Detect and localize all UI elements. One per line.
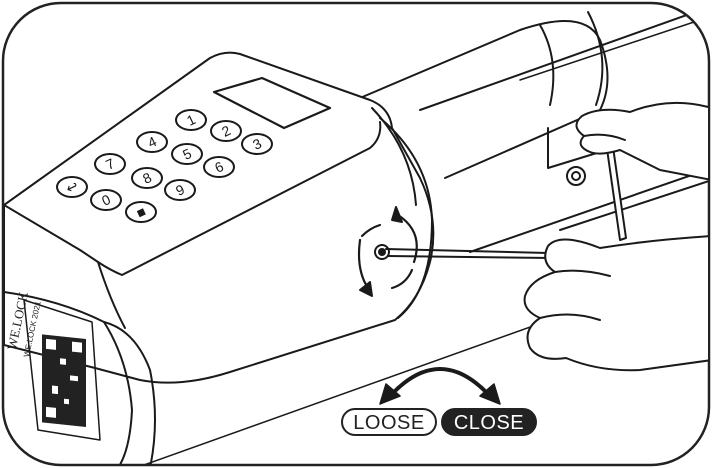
lock-cylinder xyxy=(359,20,609,179)
end-cap xyxy=(4,291,133,464)
key-2 xyxy=(210,120,242,142)
key-enter xyxy=(125,201,157,223)
display-window xyxy=(212,76,332,130)
key-5 xyxy=(171,143,203,165)
key-6 xyxy=(203,156,235,178)
key-9 xyxy=(164,179,196,201)
mounting-screw xyxy=(566,166,586,186)
key-8 xyxy=(131,167,163,189)
door-edge-lines xyxy=(419,5,708,253)
hand-lower xyxy=(523,235,708,372)
loose-close-arrow-icon xyxy=(390,367,490,396)
key-4 xyxy=(136,131,168,153)
qr-sticker xyxy=(23,299,101,441)
key-3 xyxy=(241,133,273,155)
key-back xyxy=(56,176,88,198)
key-0 xyxy=(90,189,122,211)
keypad xyxy=(56,109,273,223)
loose-label: LOOSE xyxy=(341,408,437,436)
key-7 xyxy=(94,153,126,175)
set-screw-hole xyxy=(374,244,390,260)
key-1 xyxy=(175,109,207,131)
close-label: CLOSE xyxy=(441,408,537,436)
